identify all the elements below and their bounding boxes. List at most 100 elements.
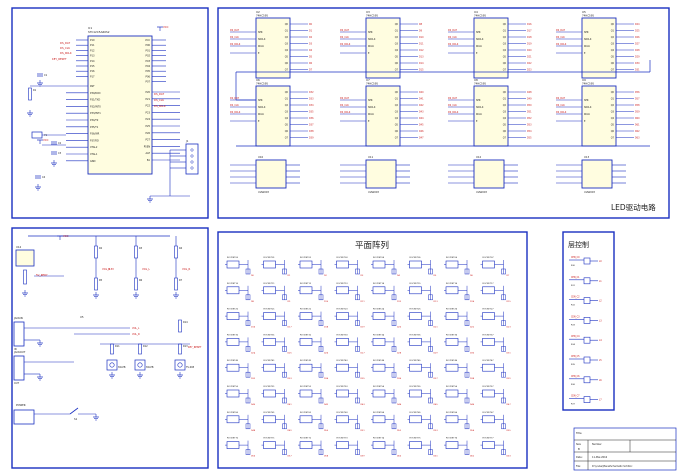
led-cell-icon: [263, 415, 276, 424]
resistor-icon: [428, 346, 433, 352]
pin-label: Q5: [285, 124, 289, 127]
resistor-icon: [318, 320, 324, 326]
net-label: D44: [397, 404, 402, 406]
section-title: LED驱动电路: [611, 202, 656, 212]
led-cell-icon: [226, 260, 240, 269]
pin-label: P24: [146, 118, 151, 121]
led-cell-label: ROCKET01: [264, 257, 276, 259]
resistor-icon: [355, 320, 360, 326]
resistor-icon: [428, 320, 433, 326]
net-label: L5: [599, 359, 602, 362]
net-label: D52: [527, 117, 532, 120]
pin-label: P02: [146, 55, 151, 58]
pin-label: Q2: [503, 104, 507, 107]
net-label: L4: [599, 339, 602, 342]
net-label: D17: [527, 30, 532, 33]
led-cell-icon: [299, 312, 313, 320]
net-label: L3: [599, 319, 602, 322]
resistor-ref: R35: [571, 364, 576, 366]
resistor-ref: R5: [99, 279, 103, 282]
resistor-ref: R14: [183, 321, 188, 324]
led-cell-label: ROCKET02: [300, 257, 312, 259]
vcc-label: VCC: [63, 234, 69, 238]
net-label: D9: [288, 301, 292, 303]
net-label: DS_CLK: [60, 46, 70, 50]
pin-label: Q0: [611, 23, 615, 26]
net-label: D14: [470, 301, 475, 303]
pin-label: P15: [90, 65, 95, 68]
pin-label: SER: [584, 31, 589, 34]
net-label: DS_RCLK: [340, 43, 351, 46]
chip-part: 74HC595: [366, 82, 378, 86]
net-label: DS_CLK: [340, 104, 349, 107]
resistor-ref: R6: [139, 279, 143, 282]
net-label: D1: [309, 30, 313, 33]
net-label: DS_RCLK: [230, 111, 241, 114]
led-cell-icon: [336, 286, 349, 295]
capacitor-ref: C1: [44, 74, 48, 77]
net-label: D48: [251, 430, 256, 432]
led-cell-icon: [482, 260, 495, 269]
resistor-icon: [245, 320, 251, 326]
net-label: D18: [324, 327, 329, 329]
net-label: CEN_C0: [571, 256, 580, 259]
mcu-part: STC12C5A60S2: [88, 30, 110, 34]
net-label: D34: [309, 104, 314, 107]
pin-label: Q1: [611, 30, 615, 33]
driver-chip: [473, 159, 505, 189]
net-label: VOL_R: [102, 267, 111, 271]
led-cell-icon: [482, 441, 495, 449]
pin-label: Q7: [285, 137, 289, 140]
pin-label: Q3: [611, 111, 615, 114]
resistor-icon: [318, 268, 324, 275]
pin-label: RCLK: [584, 113, 590, 116]
pin-label: P21: [146, 98, 151, 101]
net-label: D21: [527, 56, 532, 59]
jack-pin: OUT: [14, 382, 20, 385]
led-cell-icon: [263, 286, 276, 295]
net-label: D35: [361, 378, 366, 380]
chip-ref: U4: [474, 10, 478, 14]
pin-label: P25: [146, 125, 151, 128]
net-label: D37: [434, 378, 439, 380]
led-cell-label: ROCKET23: [337, 309, 349, 311]
pin-label: Q7: [285, 69, 289, 72]
led-cell-label: ROCKET06: [446, 257, 458, 259]
led-cell-label: ROCKET41: [264, 360, 276, 362]
net-label: D29: [635, 56, 640, 59]
pin-label: XTAL1: [90, 153, 98, 156]
pin-label: Q3: [611, 43, 615, 46]
net-label: DS_RCLK: [448, 111, 459, 114]
led-cell-label: ROCKET57: [483, 386, 495, 388]
pin-label: RST: [90, 85, 95, 88]
led-cell-label: ROCKET74: [373, 438, 385, 440]
net-label: D31: [635, 69, 640, 72]
push-button-icon: [106, 359, 118, 371]
led-cell-icon: [336, 260, 349, 269]
audio-jack-icon: [13, 355, 25, 381]
led-cell-icon: [299, 441, 313, 449]
net-label: D58: [324, 456, 329, 458]
net-label: D36: [397, 378, 402, 380]
net-label: KEY_RESET: [188, 346, 202, 349]
net-label: D55: [507, 430, 512, 432]
vcc-label: VCC: [43, 138, 49, 142]
led-cell-label: ROCKET17: [483, 283, 495, 285]
led-cell-icon: [263, 338, 276, 346]
pin-label: Q2: [285, 104, 289, 107]
net-label: D51: [361, 430, 366, 432]
chip-ref: U5: [80, 315, 84, 319]
resistor-icon: [501, 423, 506, 430]
net-label: KEY_RESET: [52, 57, 67, 61]
resistor-icon: [174, 277, 178, 291]
pin-label: Q4: [503, 117, 507, 120]
push-button-icon: [109, 362, 115, 368]
button-part: SW-PB: [146, 366, 154, 369]
resistor-icon: [245, 423, 251, 430]
net-label: D15: [507, 301, 512, 303]
pin-label: Q2: [611, 36, 615, 39]
led-cell-label: ROCKET07: [483, 257, 495, 259]
switch-icon: [69, 407, 79, 415]
shift-register-chip: [473, 17, 509, 79]
led-cell-label: ROCKET66: [446, 412, 458, 414]
